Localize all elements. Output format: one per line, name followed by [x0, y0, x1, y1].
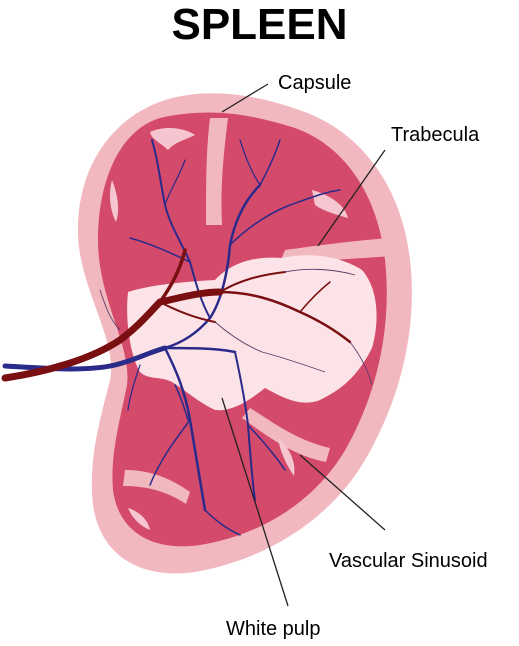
trabecula-highlight — [150, 128, 195, 150]
trabecula-highlight — [312, 190, 348, 218]
trabecula-bottom — [242, 408, 330, 462]
trabecula-highlight — [278, 438, 295, 476]
trabecula-top — [206, 118, 228, 225]
trabecula-highlight — [109, 180, 119, 222]
capillaries — [99, 268, 373, 386]
leader-lines — [221, 83, 386, 607]
arteries — [1, 248, 352, 382]
label-white-pulp: White pulp — [226, 618, 321, 640]
diagram-title: SPLEEN — [171, 0, 348, 49]
trabecula-highlight — [128, 508, 150, 530]
veins — [2, 139, 341, 536]
label-trabecula: Trabecula — [391, 124, 480, 146]
label-vascular-sinusoid: Vascular Sinusoid — [329, 550, 488, 572]
label-capsule: Capsule — [278, 72, 352, 94]
trabecula-left-bottom — [123, 470, 190, 504]
